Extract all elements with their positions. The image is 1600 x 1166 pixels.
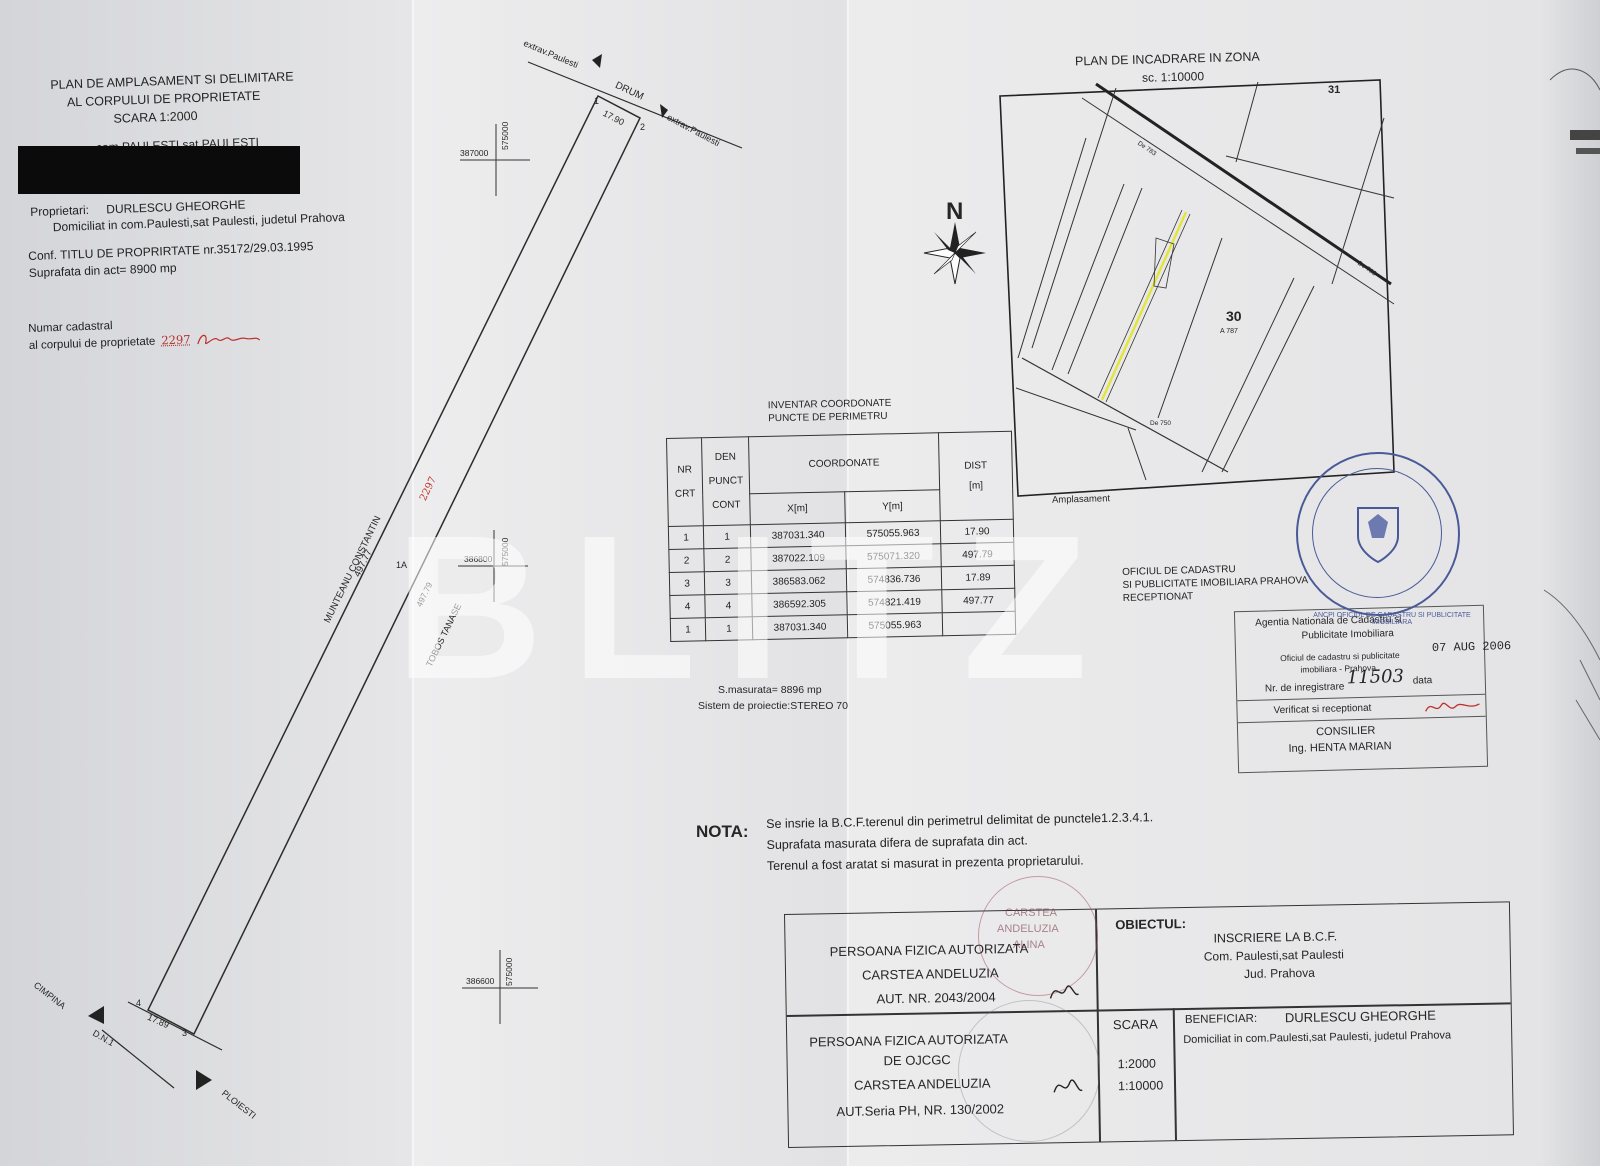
scara-1: 1:2000 — [1117, 1056, 1157, 1072]
grid-x-2: 386800 — [464, 554, 493, 564]
consilier-label: CONSILIER — [1315, 724, 1376, 739]
fold-line — [847, 0, 849, 1166]
obiectul-line-3: Jud. Prahova — [1243, 965, 1315, 981]
adjacent-sheet-edge — [1543, 68, 1600, 741]
signature-red-icon — [1425, 702, 1480, 712]
zone-block-31: 31 — [1328, 84, 1341, 96]
grid-y-3: 575000 — [504, 957, 514, 986]
nota-text: Se insrie la B.C.F.terenul din perimetru… — [766, 807, 1154, 877]
obiectul-line-2: Com. Paulesti,sat Paulesti — [1203, 947, 1344, 964]
round-stamp-text: ANCPI OFICIUL DE CADASTRU SI PUBLICITATE… — [1313, 612, 1471, 626]
grid-x-1: 387000 — [460, 148, 489, 158]
header-den: DEN — [714, 451, 737, 463]
data-label: data — [1412, 675, 1433, 687]
parcel-label: 1A — [396, 560, 408, 570]
redaction-bar — [18, 146, 300, 194]
grid-x-3: 386600 — [466, 976, 495, 986]
pfa-seal-stamp: CARSTEA ANDELUZIA ALINA — [978, 876, 1098, 996]
pfa-1-aut: AUT. NR. 2043/2004 — [876, 989, 996, 1007]
zone-de-bottom: De 750 — [1150, 420, 1171, 427]
reg-label: Nr. de inregistrare — [1264, 681, 1345, 695]
point-3-label: 3 — [182, 1028, 188, 1038]
scara-label: SCARA — [1112, 1016, 1158, 1033]
agency-oficiul: Oficiul de cadastru si publicitate — [1280, 649, 1400, 664]
title-block-divider — [1172, 1008, 1177, 1141]
ancpi-round-stamp — [1296, 452, 1460, 616]
cadastral-block: Numar cadastral al corpului de proprieta… — [28, 314, 264, 356]
scara-2: 1:10000 — [1117, 1078, 1164, 1094]
office-receipt: OFICIUL DE CADASTRU SI PUBLICITATE IMOBI… — [1122, 561, 1309, 605]
beneficiar-name: DURLESCU GHEORGHE — [1284, 1007, 1436, 1026]
seal-name-1: CARSTEA — [1005, 907, 1057, 919]
watermark-text: BLITZ — [395, 493, 1116, 722]
beneficiar-label: BENEFICIAR: — [1184, 1012, 1258, 1027]
point-1-label: 1 — [594, 96, 600, 106]
inventory-title-2: PUNCTE DE PERIMETRU — [768, 410, 888, 425]
point-2-label: 2 — [640, 122, 646, 132]
beneficiar-domicile: Domiciliat in com.Paulesti,sat Paulesti,… — [1183, 1029, 1452, 1047]
grid-y-1: 575000 — [500, 121, 510, 150]
seal-name-3: ALINA — [1013, 939, 1045, 951]
inventory-title: INVENTAR COORDONATE PUNCTE DE PERIMETRU — [768, 397, 892, 426]
pfa-2-ojcgc: DE OJCGC — [883, 1052, 951, 1069]
seal-name-2: ANDELUZIA — [997, 923, 1059, 935]
reg-number: 11503 — [1346, 665, 1405, 689]
projection-system: Sistem de proiectie:STEREO 70 — [698, 700, 848, 712]
pfa-1-name: CARSTEA ANDELUZIA — [861, 965, 999, 983]
header-coordonate: COORDONATE — [748, 432, 940, 494]
verified-label: Verificat si receptionat — [1273, 702, 1372, 717]
nota-label: NOTA: — [696, 822, 749, 841]
header-dist: DIST — [964, 459, 988, 472]
compass-rose-icon — [923, 222, 986, 285]
header-nr: NR — [677, 463, 692, 476]
area-measured: S.masurata= 8896 mp — [718, 684, 822, 696]
obiectul-line-1: INSCRIERE LA B.C.F. — [1213, 929, 1338, 946]
agency-line-2: Publicitate Imobiliara — [1301, 628, 1394, 642]
north-label: N — [946, 198, 964, 225]
zone-block-30: 30 — [1226, 308, 1242, 324]
signature-red-icon — [197, 334, 261, 345]
stamp-inner-ring — [1312, 468, 1442, 598]
receipt-date: 07 AUG 2006 — [1431, 639, 1512, 656]
ojcgc-seal-stamp — [958, 1000, 1100, 1142]
coat-of-arms-icon — [1357, 507, 1399, 564]
zone-plan-map — [999, 79, 1395, 497]
obiectul-label: OBIECTUL: — [1115, 915, 1187, 933]
agency-stamp-box: Agentia Nationala de Cadastru si Publici… — [1233, 604, 1511, 774]
title-block: PERSOANA FIZICA AUTORIZATA CARSTEA ANDEL… — [784, 901, 1514, 1148]
header-punct: PUNCT — [708, 474, 744, 487]
engineer-name: Ing. HENTA MARIAN — [1288, 740, 1392, 755]
zone-label-a787: A 787 — [1220, 328, 1238, 335]
point-4-label: 4 — [136, 998, 142, 1008]
